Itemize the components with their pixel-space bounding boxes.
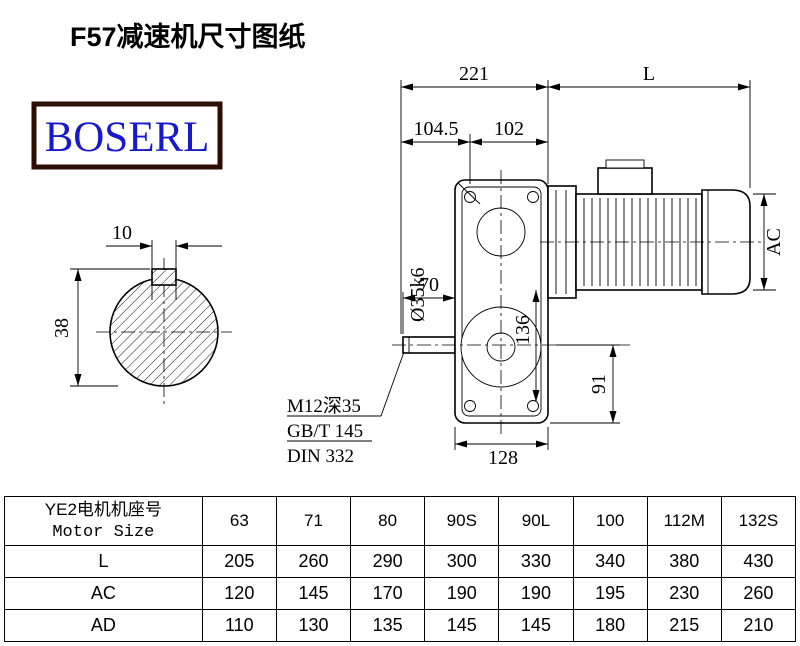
bolt-hole-tr <box>527 191 539 203</box>
cell-AC-90l: 190 <box>498 577 574 610</box>
cell-AD-90s: 145 <box>424 609 500 642</box>
table-row-L: L 205 260 290 300 330 340 380 430 <box>4 545 797 578</box>
column-header-63: 63 <box>201 496 277 546</box>
cell-AD-90l: 145 <box>498 609 574 642</box>
dim-axis-to-base: 91 <box>550 344 620 424</box>
bolt-hole-tl <box>464 191 476 203</box>
table-row-AD: AD 110 130 135 145 145 180 215 210 <box>4 609 797 642</box>
dim-104-5-label: 104.5 <box>414 118 459 140</box>
column-header-71: 71 <box>275 496 352 546</box>
gearmotor-view: 221 L 104.5 102 70 Ø35k6 <box>287 63 785 469</box>
dim-shaft-diameter-label: Ø35k6 <box>407 268 429 322</box>
cell-AD-132s: 210 <box>720 609 797 642</box>
dim-AC-label: AC <box>763 228 785 256</box>
shaft-section-view: 10 38 <box>51 222 232 404</box>
column-header-112m: 112M <box>646 496 722 546</box>
row-label-L: L <box>4 545 203 578</box>
cell-AC-90s: 190 <box>424 577 500 610</box>
dim-front-offset: 104.5 <box>401 118 471 184</box>
motor-size-header-cell: YE2电机机座号 Motor Size <box>4 496 203 546</box>
cell-L-132s: 430 <box>720 545 797 578</box>
motor-size-table: YE2电机机座号 Motor Size 63 71 80 90S 90L 100… <box>4 496 797 642</box>
note-leader-line <box>380 351 405 417</box>
dim-housing-width: 102 <box>470 118 548 146</box>
column-header-80: 80 <box>350 496 426 546</box>
dim-128-label: 128 <box>488 447 518 469</box>
logo-border <box>31 101 223 170</box>
dimension-table-wrap: YE2电机机座号 Motor Size 63 71 80 90S 90L 100… <box>4 496 797 642</box>
cell-AD-112m: 215 <box>646 609 722 642</box>
cell-AC-71: 145 <box>275 577 352 610</box>
dim-221-label: 221 <box>459 63 489 85</box>
cell-AD-71: 130 <box>275 609 352 642</box>
note-gbt: GB/T 145 <box>287 421 363 442</box>
cell-AC-63: 120 <box>201 577 277 610</box>
column-header-90s: 90S <box>424 496 500 546</box>
dim-motor-diameter: AC <box>753 193 785 291</box>
cell-L-80: 290 <box>350 545 426 578</box>
terminal-box-lid <box>605 159 645 169</box>
dim-91-label: 91 <box>588 374 610 394</box>
dim-38-label: 38 <box>51 318 73 338</box>
header-line1: YE2电机机座号 <box>44 499 162 519</box>
dim-10-label: 10 <box>112 222 132 244</box>
column-header-132s: 132S <box>720 496 797 546</box>
dim-shaft-length: 70 <box>402 274 456 334</box>
cell-AD-63: 110 <box>201 609 277 642</box>
dim-base-width: 128 <box>454 427 549 469</box>
cell-AC-80: 170 <box>350 577 426 610</box>
cell-AD-80: 135 <box>350 609 426 642</box>
dim-136-label: 136 <box>512 315 534 345</box>
dim-housing-height: 136 <box>512 290 540 402</box>
dim-motor-length: L <box>548 63 751 188</box>
row-label-AC: AC <box>4 577 203 610</box>
terminal-box <box>597 167 653 195</box>
technical-drawing: F57减速机尺寸图纸 BOSERL 10 38 <box>31 21 785 469</box>
cell-L-112m: 380 <box>646 545 722 578</box>
row-label-AD: AD <box>4 609 203 642</box>
shaft-section-circle <box>109 277 219 387</box>
cell-L-100: 340 <box>572 545 648 578</box>
dim-top-width: 221 <box>400 63 549 334</box>
cell-L-63: 205 <box>201 545 277 578</box>
bolt-hole-bl <box>464 400 476 412</box>
header-line2: Motor Size <box>52 523 155 542</box>
dim-70-label: 70 <box>419 274 439 296</box>
cell-AC-112m: 230 <box>646 577 722 610</box>
page-title: F57减速机尺寸图纸 <box>70 21 306 52</box>
housing-chamfer-line <box>457 182 481 205</box>
dim-shaft-section-height: 38 <box>51 268 150 387</box>
notes-block: M12深35 GB/T 145 DIN 332 <box>287 351 405 467</box>
cell-L-90l: 330 <box>498 545 574 578</box>
column-header-90l: 90L <box>498 496 574 546</box>
dim-key-width: 10 <box>106 222 222 300</box>
cell-L-90s: 300 <box>424 545 500 578</box>
keyway-slot <box>151 268 177 286</box>
cell-AC-132s: 260 <box>720 577 797 610</box>
note-thread: M12深35 <box>287 395 361 417</box>
cell-AD-100: 180 <box>572 609 648 642</box>
note-din: DIN 332 <box>287 446 354 467</box>
column-header-100: 100 <box>572 496 648 546</box>
gearbox-inner-face <box>461 186 542 417</box>
table-row-AC: AC 120 145 170 190 190 195 230 260 <box>4 577 797 610</box>
table-header-row: YE2电机机座号 Motor Size 63 71 80 90S 90L 100… <box>4 496 797 546</box>
cell-AC-100: 195 <box>572 577 648 610</box>
logo: BOSERL <box>31 101 223 170</box>
dim-102-label: 102 <box>494 118 524 140</box>
logo-text: BOSERL <box>45 114 210 161</box>
cell-L-71: 260 <box>275 545 352 578</box>
dim-L-label: L <box>643 63 655 85</box>
